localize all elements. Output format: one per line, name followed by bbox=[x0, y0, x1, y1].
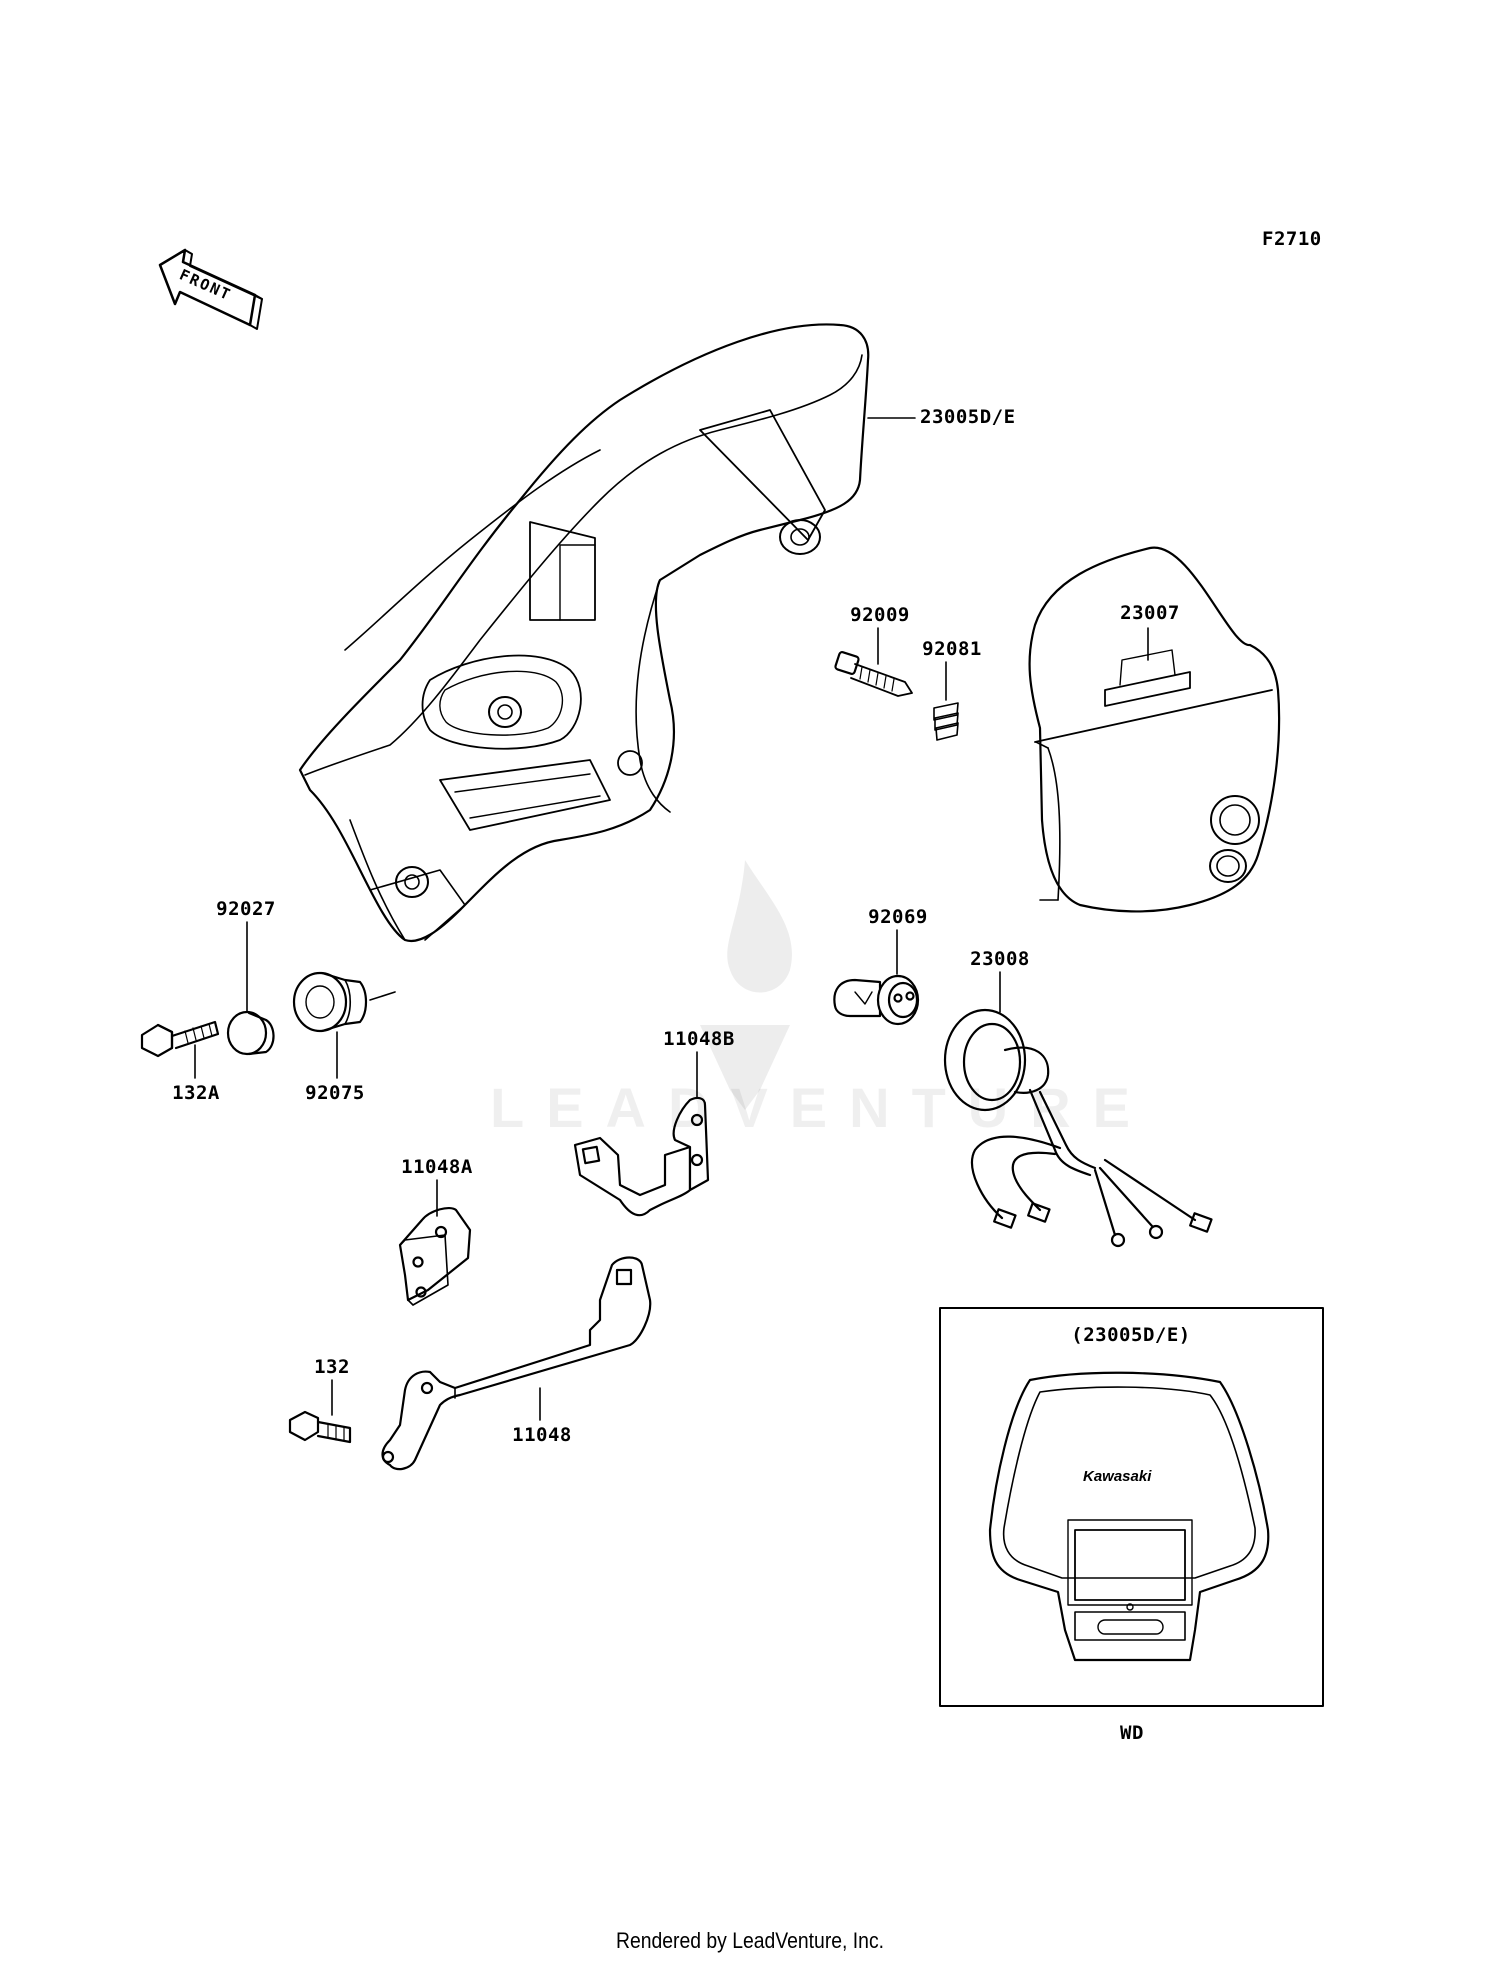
collar-92027 bbox=[226, 1010, 275, 1056]
socket-23008 bbox=[943, 1008, 1213, 1248]
label-collar: 92027 bbox=[216, 898, 276, 920]
inset-model-label: WD bbox=[1120, 1722, 1144, 1744]
label-cowl: 23005D/E bbox=[920, 406, 1016, 428]
label-spring: 92081 bbox=[922, 638, 982, 660]
label-socket: 23008 bbox=[970, 948, 1030, 970]
label-screw: 92009 bbox=[850, 604, 910, 626]
front-arrow-icon bbox=[158, 248, 263, 330]
label-bracket: 11048 bbox=[512, 1424, 572, 1446]
bulb-92069 bbox=[833, 974, 920, 1026]
label-bulb: 92069 bbox=[868, 906, 928, 928]
bracket-11048A bbox=[398, 1206, 472, 1306]
spring-92081 bbox=[933, 702, 959, 741]
inset-title: (23005D/E) bbox=[1071, 1324, 1191, 1346]
label-grommet: 92075 bbox=[305, 1082, 365, 1104]
bracket-11048B bbox=[573, 1096, 710, 1217]
inset-brand-text: Kawasaki bbox=[1083, 1468, 1152, 1485]
label-headlight: 23007 bbox=[1120, 602, 1180, 624]
grommet-92075 bbox=[292, 971, 368, 1033]
bracket-11048 bbox=[381, 1256, 652, 1471]
label-bolt: 132 bbox=[314, 1356, 350, 1378]
inset-frame bbox=[939, 1307, 1324, 1707]
bolt-132 bbox=[288, 1410, 352, 1444]
label-bolt-a: 132A bbox=[172, 1082, 220, 1104]
headlight-cowl bbox=[298, 323, 870, 943]
screw-92009 bbox=[834, 651, 913, 697]
headlight-unit bbox=[1028, 546, 1281, 913]
label-bracket-a: 11048A bbox=[401, 1156, 473, 1178]
leadventure-watermark-text: LEADVENTURE bbox=[490, 1076, 1153, 1139]
leadventure-watermark-logo bbox=[700, 860, 792, 1110]
label-bracket-b: 11048B bbox=[663, 1028, 735, 1050]
bolt-132A bbox=[140, 1020, 220, 1058]
diagram-code: F2710 bbox=[1262, 228, 1322, 250]
inset-number-plate-cowl bbox=[988, 1371, 1270, 1662]
footer-credit: Rendered by LeadVenture, Inc. bbox=[615, 1928, 885, 1953]
